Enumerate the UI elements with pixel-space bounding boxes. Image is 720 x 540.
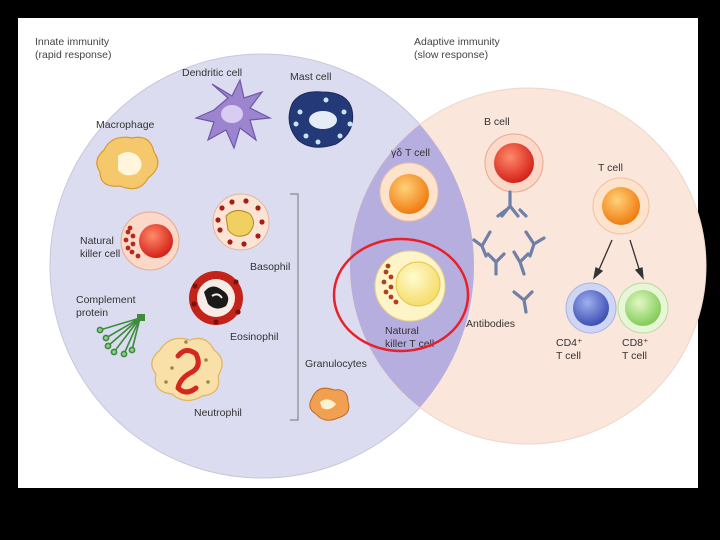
- granulocytes-bracket: [290, 193, 299, 421]
- antibodies-icon: [472, 190, 546, 314]
- cd8-label-line1: CD8⁺: [622, 337, 649, 349]
- mast-cell-icon: [288, 91, 354, 148]
- neutrophil-icon: [151, 337, 223, 402]
- adaptive-subheader: (slow response): [414, 49, 488, 61]
- cd4-label-line2: T cell: [556, 350, 581, 362]
- innate-header: Innate immunity: [35, 36, 110, 48]
- dendritic-cell-icon: [194, 78, 273, 150]
- innate-subheader: (rapid response): [35, 49, 111, 61]
- antibodies-label: Antibodies: [466, 318, 515, 330]
- overlap-region: [350, 88, 474, 444]
- adaptive-header: Adaptive immunity: [414, 36, 501, 48]
- macrophage-icon: [96, 136, 159, 190]
- b-cell-icon: [484, 133, 544, 193]
- nkt-label-line2: killer T cell: [385, 338, 434, 350]
- complement-protein-icon: [96, 314, 145, 358]
- granulocyte-icon: [309, 387, 350, 421]
- nk-cell-label-line2: killer cell: [80, 248, 120, 260]
- gamma-delta-t-cell-icon: [379, 162, 439, 222]
- t-cell-icon: [592, 177, 650, 235]
- cd8-label-line2: T cell: [622, 350, 647, 362]
- gamma-delta-t-cell-label: γδ T cell: [391, 147, 430, 159]
- cd4-t-cell-icon: [565, 282, 617, 334]
- nk-cell-label-line1: Natural: [80, 235, 114, 247]
- differentiation-arrows: [592, 239, 644, 280]
- complement-label-line2: protein: [76, 307, 108, 319]
- mast-cell-label: Mast cell: [290, 71, 331, 83]
- eosinophil-icon: [189, 271, 243, 325]
- cd4-label-line1: CD4⁺: [556, 337, 583, 349]
- b-cell-label: B cell: [484, 116, 510, 128]
- complement-label-line1: Complement: [76, 294, 136, 306]
- t-cell-label: T cell: [598, 162, 623, 174]
- nk-t-cell-icon: [374, 250, 446, 322]
- granulocytes-label: Granulocytes: [305, 358, 367, 370]
- basophil-icon: [212, 193, 270, 251]
- natural-killer-cell-icon: [120, 211, 180, 271]
- highlight-circle: [332, 237, 470, 353]
- neutrophil-label: Neutrophil: [194, 407, 242, 419]
- basophil-label: Basophil: [250, 261, 290, 273]
- cd8-t-cell-icon: [617, 282, 669, 334]
- dendritic-cell-label: Dendritic cell: [182, 67, 242, 79]
- eosinophil-label: Eosinophil: [230, 331, 278, 343]
- nkt-label-line1: Natural: [385, 325, 419, 337]
- macrophage-label: Macrophage: [96, 119, 155, 131]
